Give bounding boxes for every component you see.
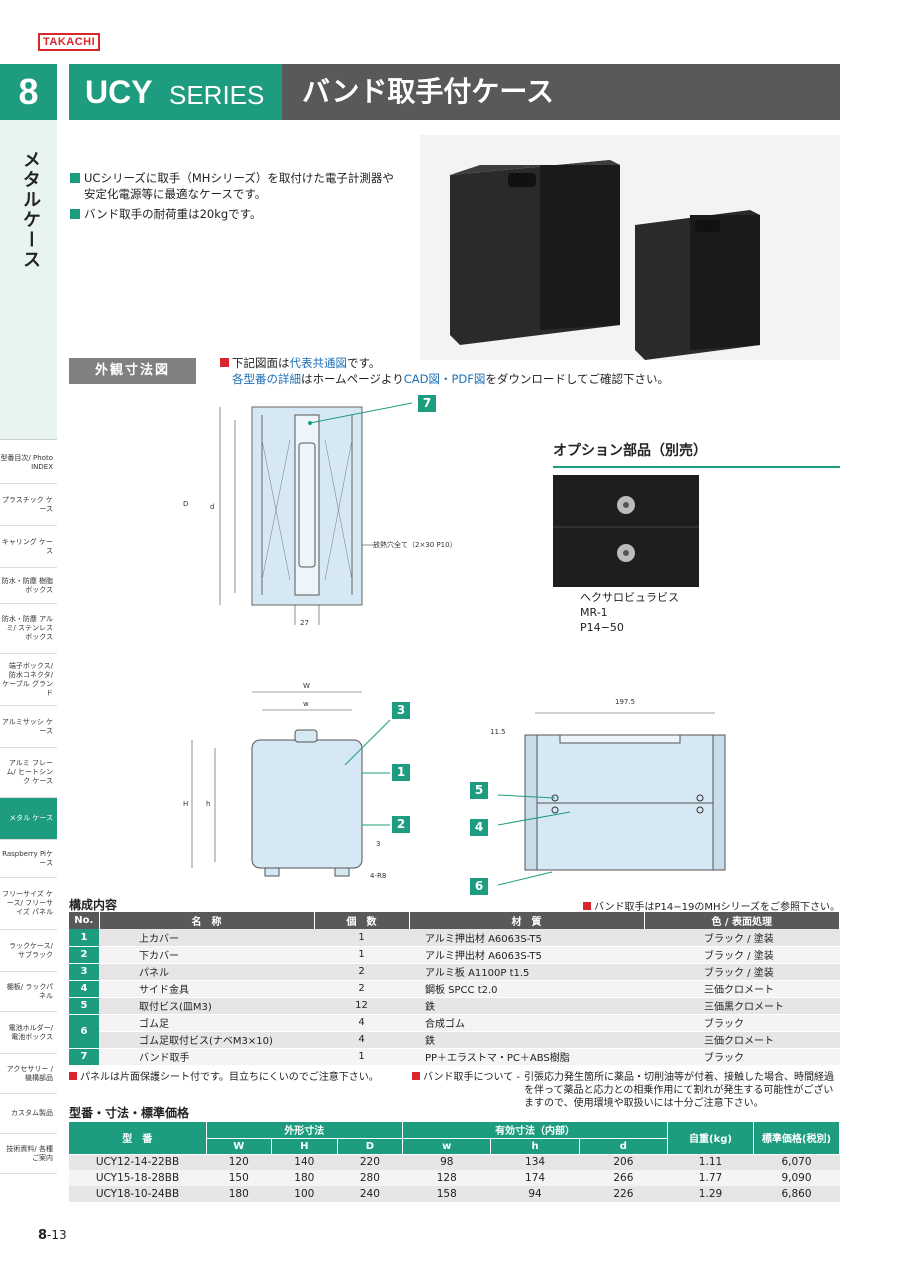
sidebar-item[interactable]: カスタム製品 (0, 1094, 57, 1134)
option-page: P14−50 (580, 621, 624, 634)
dim-W: W (303, 682, 310, 690)
sidebar-item[interactable]: アクセサリー /機構部品 (0, 1054, 57, 1094)
series-header: UCY SERIES (69, 64, 282, 120)
sidebar-item[interactable]: 端子ボックス/ 防水コネクタ/ ケーブル グランド (0, 654, 57, 706)
sidebar-item[interactable]: Raspberry Piケース (0, 840, 57, 878)
dim-3: 3 (376, 840, 381, 848)
sidebar-item[interactable]: 防水・防塵 樹脂ボックス (0, 568, 57, 604)
option-code: MR-1 (580, 606, 608, 619)
footnote-left: パネルは片面保護シート付です。目立ちにくいのでご注意下さい。 (69, 1071, 399, 1084)
model-name: UCY (85, 74, 153, 110)
option-name: ヘクサロビュラビス (580, 591, 679, 604)
dim-w: w (303, 700, 309, 708)
brand-logo: TAKACHI (38, 33, 101, 51)
side-view-drawing (497, 712, 726, 886)
common-drawing-link[interactable]: 代表共通図 (289, 356, 348, 370)
page-number: 8-13 (38, 1228, 67, 1243)
price-title: 型番・寸法・標準価格 (69, 1106, 190, 1120)
sidebar-item[interactable]: メタル ケース (0, 798, 57, 840)
sidebar-item[interactable]: キャリング ケース (0, 526, 57, 568)
vent-label: 放熱穴全て（2×30 P10） (373, 541, 457, 549)
intro-item: バンド取手の耐荷重は20kgです。 (70, 206, 400, 222)
intro-list: UCシリーズに取手（MHシリーズ）を取付けた電子計測器や安定化電源等に最適なケー… (70, 170, 400, 226)
sidebar-item[interactable]: 棚板/ ラックパネル (0, 972, 57, 1012)
callout-5: 5 (470, 782, 488, 799)
chapter-tab: メタルケース (0, 120, 57, 440)
sidebar-item[interactable]: フリーサイズ ケース/ フリーサイズ パネル (0, 878, 57, 930)
cad-pdf-link[interactable]: CAD図・PDF図 (403, 372, 486, 386)
front-view-drawing (191, 691, 391, 877)
section-label: 外観寸法図 (69, 358, 196, 384)
chapter-title: メタルケース (20, 150, 41, 270)
sidebar-item[interactable]: プラスチック ケース (0, 484, 57, 526)
dim-197: 197.5 (615, 698, 636, 706)
footnote-right: バンド取手について - 引張応力発生箇所に薬品・切削油等が付着、接触した場合、時… (412, 1071, 840, 1110)
callout-3: 3 (392, 702, 410, 719)
sidebar-item[interactable]: 防水・防塵 アルミ/ ステンレス ボックス (0, 604, 57, 654)
parts-note: バンド取手はP14−19のMHシリーズをご参照下さい。 (582, 898, 840, 913)
top-view-drawing (219, 402, 413, 625)
dim-d: d (210, 503, 215, 511)
callout-1: 1 (392, 764, 410, 781)
dim-27: 27 (300, 619, 309, 627)
parts-title: 構成内容 (69, 898, 118, 912)
page-title: バンド取手付ケース (282, 64, 840, 120)
drawing-note: 下記図面は代表共通図です。 各型番の詳細はホームページよりCAD図・PDF図をダ… (220, 355, 669, 387)
callout-2: 2 (392, 816, 410, 833)
option-title: オプション部品（別売） (553, 440, 840, 468)
dim-r8: 4-R8 (370, 872, 387, 880)
series-label: SERIES (169, 80, 265, 110)
sidebar-item[interactable]: アルミサッシ ケース (0, 706, 57, 748)
chapter-number: 8 (0, 64, 57, 120)
dim-D: D (183, 500, 189, 508)
intro-item: UCシリーズに取手（MHシリーズ）を取付けた電子計測器や安定化電源等に最適なケー… (70, 170, 400, 202)
option-photo (553, 475, 699, 587)
callout-6: 6 (470, 878, 488, 895)
dim-H: H (183, 800, 189, 808)
product-photo (420, 135, 840, 360)
callout-4: 4 (470, 819, 488, 836)
dim-11: 11.5 (490, 728, 506, 736)
sidebar-item[interactable]: ラックケース/ サブラック (0, 930, 57, 972)
callout-7: 7 (418, 395, 436, 412)
dim-h: h (206, 800, 211, 808)
sidebar-item[interactable]: 技術資料/ 各種ご案内 (0, 1134, 57, 1174)
sidebar-item[interactable]: アルミ フレーム/ ヒートシンク ケース (0, 748, 57, 798)
option-info: ヘクサロビュラビス MR-1 P14−50 (580, 590, 679, 635)
sidebar-item[interactable]: 型番目次/ Photo INDEX (0, 442, 57, 484)
sidebar-item[interactable]: 電池ホルダー/ 電池ボックス (0, 1012, 57, 1054)
